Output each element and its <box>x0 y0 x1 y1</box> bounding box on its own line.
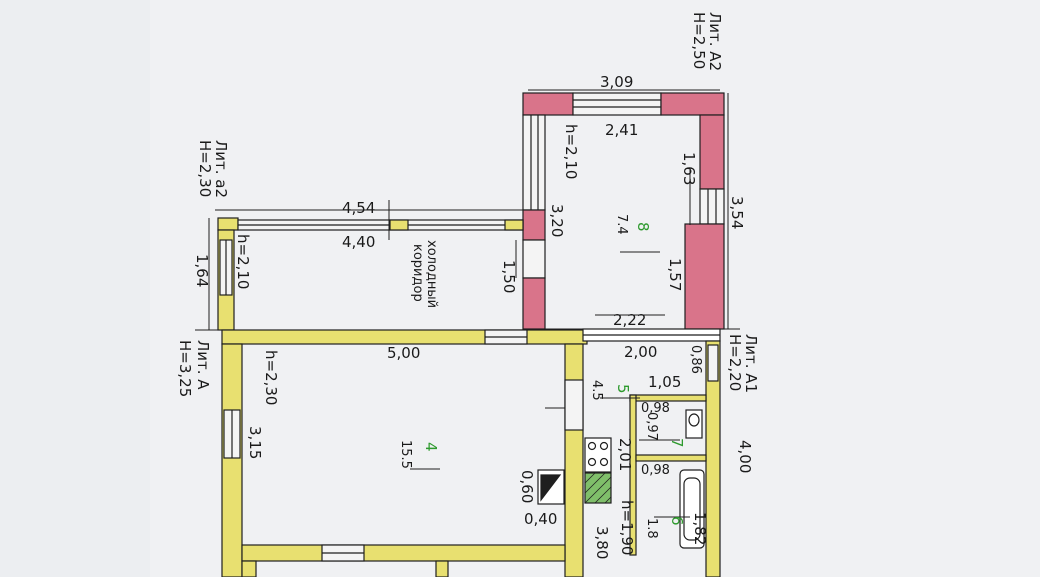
lit-a2-small-title: Лит. а2 <box>212 140 230 198</box>
wc-divider <box>635 454 707 462</box>
room-5-area: 4.5 <box>589 380 604 401</box>
wall-corridor-top-left <box>217 217 239 231</box>
lit-a2-height: H=2,50 <box>690 12 708 69</box>
lit-a2-small-label: Лит. а2 H=2,30 <box>196 140 230 198</box>
room-4-ceiling: h=2,30 <box>262 350 280 405</box>
lit-a-title: Лит. А <box>194 340 212 390</box>
lit-a-label: Лит. А H=3,25 <box>176 340 212 397</box>
room-8-area: 7.4 <box>614 214 629 235</box>
room-6-area: 1.8 <box>644 518 659 539</box>
dim-1-05: 1,05 <box>648 373 681 391</box>
wall-a-bottom <box>241 544 566 562</box>
dim-3-09: 3,09 <box>600 73 633 91</box>
corridor-name-2: коридор <box>410 244 425 302</box>
room-5: 5 4.5 <box>589 380 632 401</box>
corridor-name-1: холодный <box>424 240 439 308</box>
block-lit-a <box>221 329 588 577</box>
window-a2-right <box>699 188 725 225</box>
wall-a-lower-left <box>241 560 257 577</box>
wall-a2-top-left <box>522 92 574 116</box>
wall-a-top <box>221 329 588 345</box>
dim-4-40: 4,40 <box>342 233 375 251</box>
cooker-icon <box>584 437 612 473</box>
block-lit-a2 <box>522 92 725 330</box>
wall-a2-top-right <box>660 92 725 116</box>
dim-1-82: 1,82 <box>691 512 709 545</box>
wall-a2-left-bottom <box>522 277 546 330</box>
room-8-ceiling: h=2,10 <box>562 124 580 179</box>
block-lit-a2-small <box>217 217 524 331</box>
dim-2-00: 2,00 <box>624 343 657 361</box>
room-7-number: 7 <box>668 438 686 448</box>
wall-corridor-top-seg <box>389 219 409 231</box>
room-8: 8 7.4 h=2,10 <box>562 124 652 235</box>
dim-0-60: 0,60 <box>518 470 536 503</box>
room-6: 6 1.8 h=1,90 <box>618 500 686 555</box>
room-6-number: 6 <box>668 516 686 526</box>
dim-3-80: 3,80 <box>593 526 611 559</box>
dim-4-54: 4,54 <box>342 199 375 217</box>
room-7: 7 <box>668 438 686 448</box>
lit-a-height: H=3,25 <box>176 340 194 397</box>
dim-0-40: 0,40 <box>524 510 557 528</box>
window-a1-right <box>707 344 719 382</box>
lit-a1-height: H=2,20 <box>726 334 744 391</box>
wall-corridor-top-seg2 <box>504 219 524 231</box>
window-a2-left <box>522 114 546 211</box>
dim-1-57: 1,57 <box>666 258 684 291</box>
wall-a-lower-right <box>435 560 449 577</box>
dim-2-22: 2,22 <box>613 311 646 329</box>
dim-0-98-top: 0,98 <box>641 401 670 416</box>
dim-5-00: 5,00 <box>387 344 420 362</box>
wc-wall-left <box>629 394 637 556</box>
room-4-area: 15.5 <box>398 440 413 469</box>
room-corridor: холодный коридор h=2,10 <box>234 234 439 308</box>
dim-2-41: 2,41 <box>605 121 638 139</box>
dim-3-20: 3,20 <box>548 204 566 237</box>
dim-2-01: 2,01 <box>616 438 634 471</box>
dimension-lines <box>195 89 740 577</box>
dim-1-63: 1,63 <box>680 152 698 185</box>
lit-a1-label: Лит. А1 H=2,20 <box>726 334 760 393</box>
wall-a2-right-top <box>699 114 725 190</box>
dim-3-15: 3,15 <box>246 426 264 459</box>
room-4-number: 4 <box>422 442 440 452</box>
lit-a2-small-height: H=2,30 <box>196 140 214 197</box>
dim-1-64: 1,64 <box>193 254 211 287</box>
dim-3-54: 3,54 <box>728 196 746 229</box>
room-8-number: 8 <box>634 222 652 232</box>
wall-a2-right-bottom <box>684 223 725 330</box>
dim-0-97: 0,97 <box>644 412 659 441</box>
sink-icon <box>584 472 612 504</box>
room-4: 4 15.5 h=2,30 <box>262 350 440 469</box>
room-6-ceiling: h=1,90 <box>618 500 636 555</box>
door-a2-left <box>522 239 546 279</box>
wall-a2-left-mid <box>522 209 546 241</box>
corridor-ceiling: h=2,10 <box>234 234 252 289</box>
lit-a1-title: Лит. А1 <box>742 334 760 393</box>
room-5-number: 5 <box>614 384 632 394</box>
wall-a-partition <box>564 343 584 577</box>
window-a2-top <box>572 92 662 116</box>
door-a-partition <box>564 379 584 431</box>
lit-a2-title: Лит. А2 <box>706 12 724 71</box>
dim-0-98-bottom: 0,98 <box>641 463 670 478</box>
dim-4-00: 4,00 <box>736 440 754 473</box>
dim-0-86: 0,86 <box>688 345 703 374</box>
lit-a2-label: Лит. А2 H=2,50 <box>690 12 724 71</box>
block-lit-a1 <box>582 328 721 577</box>
dim-1-50: 1,50 <box>500 260 518 293</box>
wall-a-left <box>221 343 243 577</box>
